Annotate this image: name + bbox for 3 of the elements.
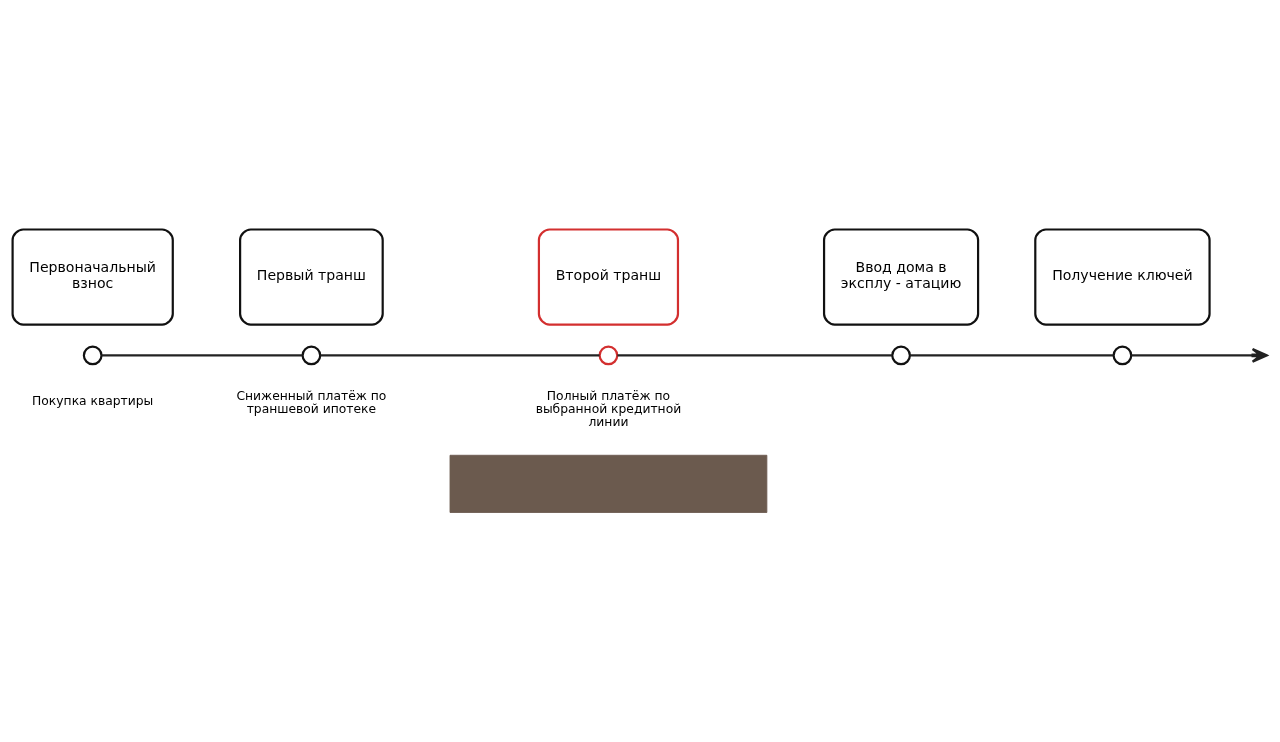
node-label: Сниженный платёж по траншевой ипотеке [236,388,387,416]
node-label: Покупка квартиры [32,394,154,409]
node-label: Полный платёж по выбранной кредитной линии [535,389,682,430]
